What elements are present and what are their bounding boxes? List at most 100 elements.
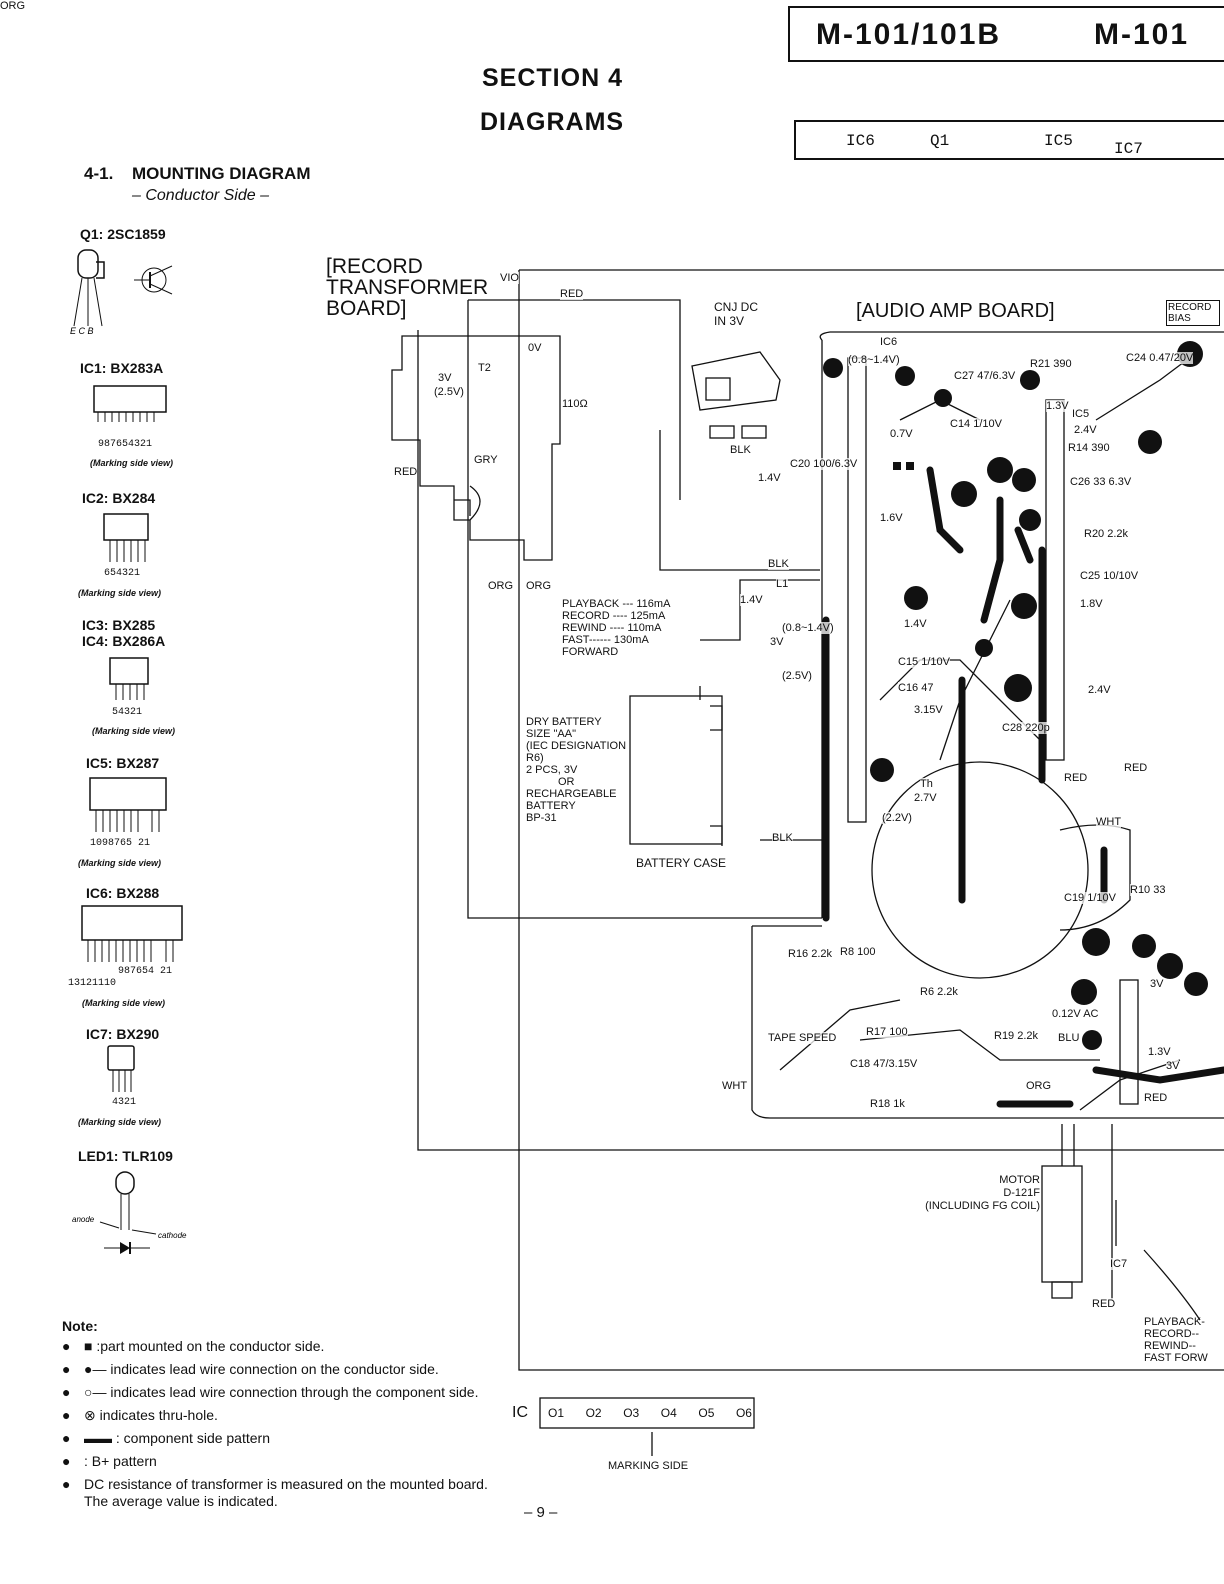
battery-line-7: RECHARGEABLE	[526, 788, 617, 800]
component-label: VIO	[500, 272, 519, 284]
notes: Note: ●■ :part mounted on the conductor …	[62, 1318, 502, 1516]
ic1-package-icon	[93, 385, 167, 422]
audio-amp-board-label: [AUDIO AMP BOARD]	[856, 300, 1055, 322]
current-fast: FAST------ 130mA	[562, 634, 649, 646]
battery-line-5: 2 PCS, 3V	[526, 764, 578, 776]
tail-rewind: REWIND--	[1144, 1340, 1196, 1352]
ic7-note: (Marking side view)	[78, 1117, 162, 1127]
component-label: R20 2.2k	[1084, 528, 1129, 540]
part-ic1-label: IC1: BX283A	[80, 360, 164, 376]
battery-line-3: (IEC DESIGNATION	[526, 740, 627, 752]
led1-icon: anode cathode	[72, 1171, 187, 1254]
note-bullet: ●	[62, 1476, 71, 1492]
battery-line-8: BATTERY	[526, 800, 576, 812]
ic7-package-icon	[107, 1045, 135, 1092]
component-label: T2	[478, 362, 491, 374]
component-label: C14 1/10V	[950, 418, 1002, 430]
component-label: ORG	[526, 580, 552, 592]
component-label: 1.3V	[1046, 400, 1069, 412]
battery-line-9: BP-31	[526, 812, 557, 824]
component-label: 2.4V	[1088, 684, 1111, 696]
part-led1-label: LED1: TLR109	[78, 1148, 173, 1164]
battery-spec: DRY BATTERY SIZE "AA" (IEC DESIGNATION R…	[526, 716, 636, 824]
component-label: C19 1/10V	[1064, 892, 1116, 904]
ic5-note: (Marking side view)	[78, 858, 162, 868]
ic7-pins: 4321	[112, 1097, 137, 1108]
component-label: Th	[920, 778, 933, 790]
ic-strip-ic6: IC6	[846, 132, 875, 150]
ic1-pins: 987654321	[98, 439, 153, 450]
cnj-label: CNJ DC IN 3V	[714, 300, 758, 328]
note-item: ●⊗ indicates thru-hole.	[62, 1407, 502, 1424]
component-label: 1.3V	[1148, 1046, 1171, 1058]
motor-label: MOTOR D-121F (INCLUDING FG COIL)	[900, 1174, 1040, 1213]
motor-line-3: (INCLUDING FG COIL)	[925, 1200, 1040, 1212]
record-transformer-board-label: [RECORD TRANSFORMER BOARD]	[326, 255, 489, 320]
note-bullet: ●	[62, 1361, 71, 1377]
component-label: 3.15V	[914, 704, 943, 716]
model-title-box: M-101/101B M-101	[788, 6, 1224, 62]
component-label: R10 33	[1130, 884, 1166, 896]
component-label: ORG	[0, 0, 26, 12]
ic-pin-strip: O1 O2 O3 O4 O5 O6	[548, 1406, 752, 1420]
page-number: – 9 –	[524, 1504, 558, 1521]
motor-line-2: D-121F	[1003, 1187, 1040, 1199]
current-record: RECORD ---- 125mA	[562, 610, 666, 622]
note-bullet: ●	[62, 1430, 71, 1446]
note-bullet: ●	[62, 1338, 71, 1354]
component-label: BLU	[1058, 1032, 1080, 1044]
component-label: 1.4V	[904, 618, 927, 630]
component-label: R16 2.2k	[788, 948, 833, 960]
ic-pin-3: O3	[623, 1406, 640, 1420]
component-label: (2.2V)	[882, 812, 912, 824]
current-forward: FORWARD	[562, 646, 619, 658]
note-text: ▬▬ : component side pattern	[84, 1430, 270, 1446]
component-label: C18 47/3.15V	[850, 1058, 918, 1070]
note-bullet: ●	[62, 1453, 71, 1469]
component-label: (2.5V)	[782, 670, 812, 682]
model-a: M-101/101B	[816, 18, 1002, 51]
component-label: R18 1k	[870, 1098, 905, 1110]
section-heading: SECTION 4	[482, 64, 623, 92]
component-label: (0.8~1.4V)	[848, 354, 900, 366]
note-item: ●■ :part mounted on the conductor side.	[62, 1338, 502, 1355]
component-label: IC6	[880, 336, 898, 348]
component-label: IC5	[1072, 408, 1090, 420]
led1-cathode-label: cathode	[158, 1231, 187, 1240]
component-label: BLK	[772, 832, 793, 844]
ic-pin-5: O5	[698, 1406, 715, 1420]
tail-record: RECORD--	[1144, 1328, 1199, 1340]
component-label: C27 47/6.3V	[954, 370, 1016, 382]
component-label: (2.5V)	[434, 386, 464, 398]
component-label: R17 100	[866, 1026, 908, 1038]
ic-pin-4: O4	[660, 1406, 677, 1420]
record-bias-label: RECORD BIAS	[1166, 300, 1220, 326]
part-ic2-label: IC2: BX284	[82, 490, 156, 506]
ic-pin-6: O6	[735, 1406, 752, 1420]
component-label: L1	[776, 578, 789, 590]
component-label: ORG	[488, 580, 514, 592]
component-label: C20 100/6.3V	[790, 458, 858, 470]
ic3-note: (Marking side view)	[92, 726, 176, 736]
note-item: ● : B+ pattern	[62, 1453, 502, 1470]
component-label: TAPE SPEED	[768, 1032, 837, 1044]
component-label: 2.4V	[1074, 424, 1097, 436]
transistor-q1-icon: E C B	[70, 249, 173, 336]
component-label: C26 33 6.3V	[1070, 476, 1132, 488]
component-label: 3V	[438, 372, 452, 384]
part-ic4-label: IC4: BX286A	[82, 633, 166, 649]
page-title: DIAGRAMS	[480, 108, 625, 136]
component-label: (0.8~1.4V)	[782, 622, 834, 634]
ic2-pins: 654321	[104, 568, 141, 579]
component-label: R19 2.2k	[994, 1030, 1039, 1042]
part-ic5-label: IC5: BX287	[86, 755, 160, 771]
motor-line-1: MOTOR	[999, 1174, 1040, 1186]
ic3-package-icon	[109, 657, 149, 700]
note-bullet: ●	[62, 1407, 71, 1423]
ic-pin-2: O2	[585, 1406, 602, 1420]
component-label: RED	[560, 288, 584, 300]
battery-line-6: OR	[558, 776, 575, 788]
notes-title: Note:	[62, 1318, 98, 1334]
tail-playback: PLAYBACK-	[1144, 1316, 1205, 1328]
ic5-package-icon	[89, 777, 167, 832]
